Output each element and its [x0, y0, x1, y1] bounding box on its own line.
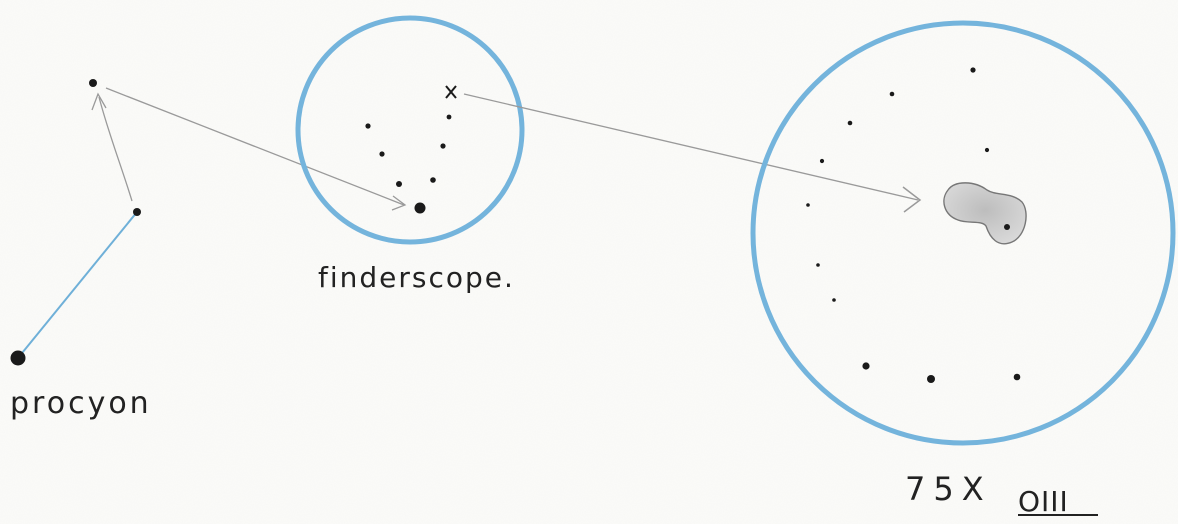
- field-star: [1014, 374, 1021, 381]
- finder-star: [440, 143, 445, 148]
- field-star: [806, 203, 810, 207]
- guide-star-lower: [133, 208, 141, 216]
- filter-label: OIII: [1018, 485, 1069, 518]
- finder-star: [430, 177, 436, 183]
- field-star: [848, 121, 853, 126]
- finder-star: [447, 115, 452, 120]
- finder-star-bright: [415, 203, 426, 214]
- field-star: [832, 298, 836, 302]
- finderscope-label: finderscope.: [318, 261, 515, 294]
- finder-star: [365, 123, 370, 128]
- nebula-central-star: [1004, 224, 1010, 230]
- field-star: [820, 159, 824, 163]
- field-star: [862, 362, 869, 369]
- procyon-label: procyon: [10, 386, 152, 421]
- field-star: [890, 92, 895, 97]
- field-star: [970, 67, 975, 72]
- finder-star: [396, 181, 402, 187]
- field-star: [985, 148, 989, 152]
- magnification-label: 75X: [905, 470, 992, 508]
- procyon-star: [11, 351, 26, 366]
- finder-star: [379, 151, 384, 156]
- field-star: [927, 375, 935, 383]
- field-star: [816, 263, 820, 267]
- guide-star-upper: [89, 79, 97, 87]
